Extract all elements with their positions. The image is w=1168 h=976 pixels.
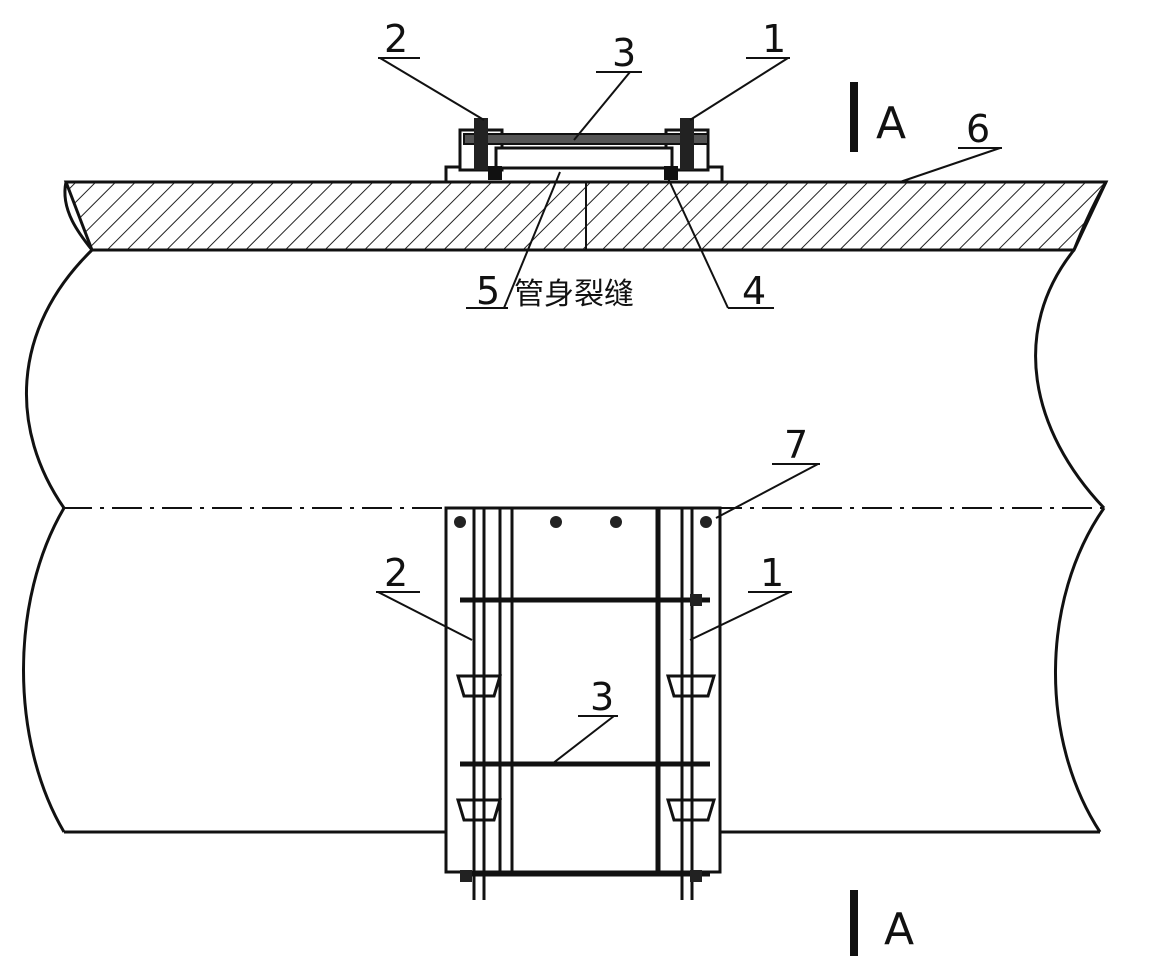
section-mark-top [850,82,858,152]
left-seal-block [488,166,502,180]
right-break-lower [1054,507,1106,833]
leader-1-top [689,57,789,121]
section-label-bottom: A [884,904,914,955]
leader-2-top [379,57,485,121]
leader-6 [899,147,1001,183]
nut-block [460,870,472,882]
leader-1-bottom [689,591,791,641]
section-mark-bottom [850,890,858,956]
label-2-top: 2 [384,17,408,61]
label-7: 7 [784,423,808,467]
leader-5 [503,171,561,309]
bolt-head [550,516,562,528]
label-4: 4 [742,269,766,313]
bolt-head [610,516,622,528]
top-cover-plate [463,133,709,145]
left-break-line [63,181,94,251]
right-wedge-lower [665,798,717,822]
bolt-head [700,516,712,528]
leader-2-bottom [377,591,473,641]
crack-text: 管身裂缝 [514,277,634,312]
pipe-body-outline [24,248,1106,510]
top-clamp-assembly [444,118,724,184]
right-bolt-block [680,118,694,170]
leader-4 [667,177,729,309]
label-1-top: 1 [762,17,786,61]
leader-3-bottom [551,715,615,765]
nut-block [690,870,702,882]
label-2-bottom: 2 [384,551,408,595]
inner-plate [494,146,674,170]
left-bolt-block [474,118,488,170]
leader-3-top [573,71,631,141]
clamp-outer-frame [444,506,722,874]
section-label-top: A [876,98,906,149]
label-3-bottom: 3 [590,675,614,719]
left-wedge-upper [455,674,503,698]
pipe-plan-view: 7 2 1 3 A [22,423,1106,956]
label-1-bottom: 1 [760,551,784,595]
right-wedge-upper [665,674,717,698]
right-break-line [1072,181,1108,251]
left-wedge-lower [455,798,503,822]
label-6: 6 [966,107,990,151]
nut-block [690,594,702,606]
label-5: 5 [476,269,500,313]
pipe-section-view: 2 3 1 6 5 4 管身裂缝 A [24,17,1109,510]
left-break-lower [22,507,66,833]
bolt-head [454,516,466,528]
label-3-top: 3 [612,31,636,75]
leader-7 [715,463,819,519]
clamp-frame-plan [444,506,722,900]
right-seal-block [664,166,678,180]
